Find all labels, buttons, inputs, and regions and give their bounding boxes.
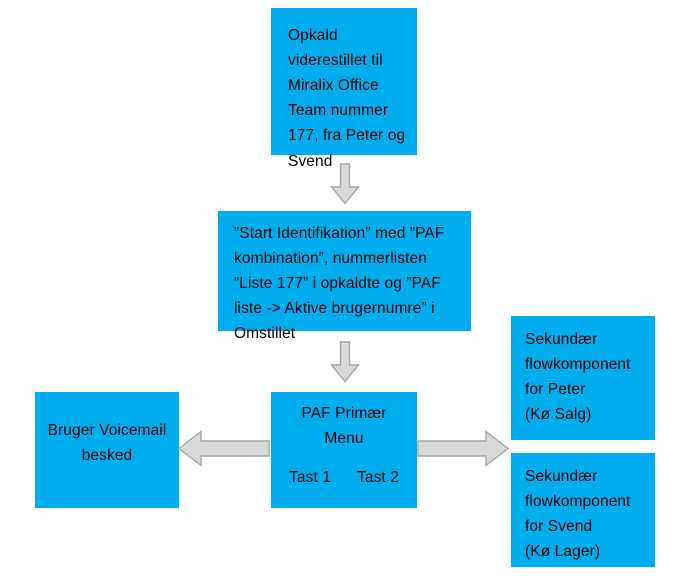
arrow-left-icon [178, 430, 270, 467]
node-primary-menu: PAF Primær Menu Tast 1 Tast 2 [271, 392, 417, 508]
node-call-forwarded-text: Opkald viderestillet til Miralix Office … [288, 27, 406, 170]
node-secondary-svend-text: Sekundær flowkomponent for Svend (Kø Lag… [525, 468, 631, 561]
node-call-forwarded: Opkald viderestillet til Miralix Office … [271, 8, 417, 170]
arrow-right-icon [417, 430, 509, 467]
node-voicemail-text: Bruger Voicemail besked [47, 422, 167, 465]
node-secondary-peter-text: Sekundær flowkomponent for Peter (Kø Sal… [525, 331, 631, 424]
menu-key-1-label: Tast 1 [289, 469, 331, 487]
node-primary-menu-title: PAF Primær Menu [301, 405, 387, 448]
node-secondary-svend: Sekundær flowkomponent for Svend (Kø Lag… [511, 453, 655, 567]
node-identification-text: ”Start Identifikation” med ”PAF kombinat… [234, 225, 445, 343]
node-voicemail: Bruger Voicemail besked [35, 392, 179, 508]
arrow-down-icon [330, 163, 360, 205]
node-secondary-peter: Sekundær flowkomponent for Peter (Kø Sal… [511, 316, 655, 440]
node-primary-menu-keys: Tast 1 Tast 2 [271, 465, 417, 490]
menu-key-2-label: Tast 2 [357, 469, 399, 487]
arrow-down-icon [330, 341, 360, 383]
node-identification: ”Start Identifikation” med ”PAF kombinat… [218, 211, 471, 342]
